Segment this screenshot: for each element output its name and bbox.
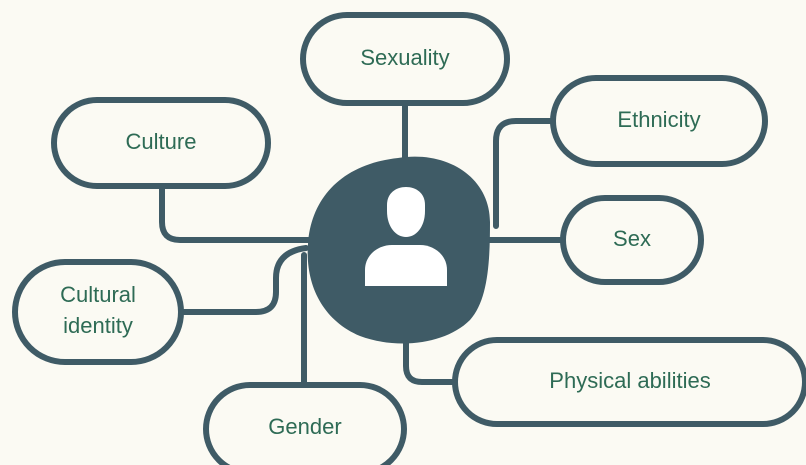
connector-ethnicity [493, 118, 556, 229]
person-icon [365, 187, 447, 286]
node-ethnicity-label: Ethnicity [617, 107, 700, 132]
node-physical-abilities: Physical abilities [452, 337, 806, 427]
node-sexuality-label: Sexuality [360, 45, 449, 70]
node-sexuality: Sexuality [300, 12, 510, 106]
node-cultural-identity: Cultural identity [12, 259, 184, 365]
node-gender-label: Gender [268, 414, 341, 439]
node-sex-label: Sex [613, 226, 651, 251]
connector-physical-abilities [403, 332, 461, 385]
node-sex: Sex [560, 195, 704, 285]
node-physical-abilities-label: Physical abilities [549, 368, 710, 393]
node-culture-label: Culture [126, 129, 197, 154]
node-gender: Gender [203, 382, 407, 465]
node-culture: Culture [51, 97, 271, 189]
connector-culture [159, 185, 323, 243]
node-cultural-identity-label-line1: Cultural [60, 282, 136, 307]
connector-cultural-identity [179, 245, 309, 315]
node-ethnicity: Ethnicity [550, 75, 768, 167]
node-cultural-identity-label-line2: identity [63, 313, 133, 338]
